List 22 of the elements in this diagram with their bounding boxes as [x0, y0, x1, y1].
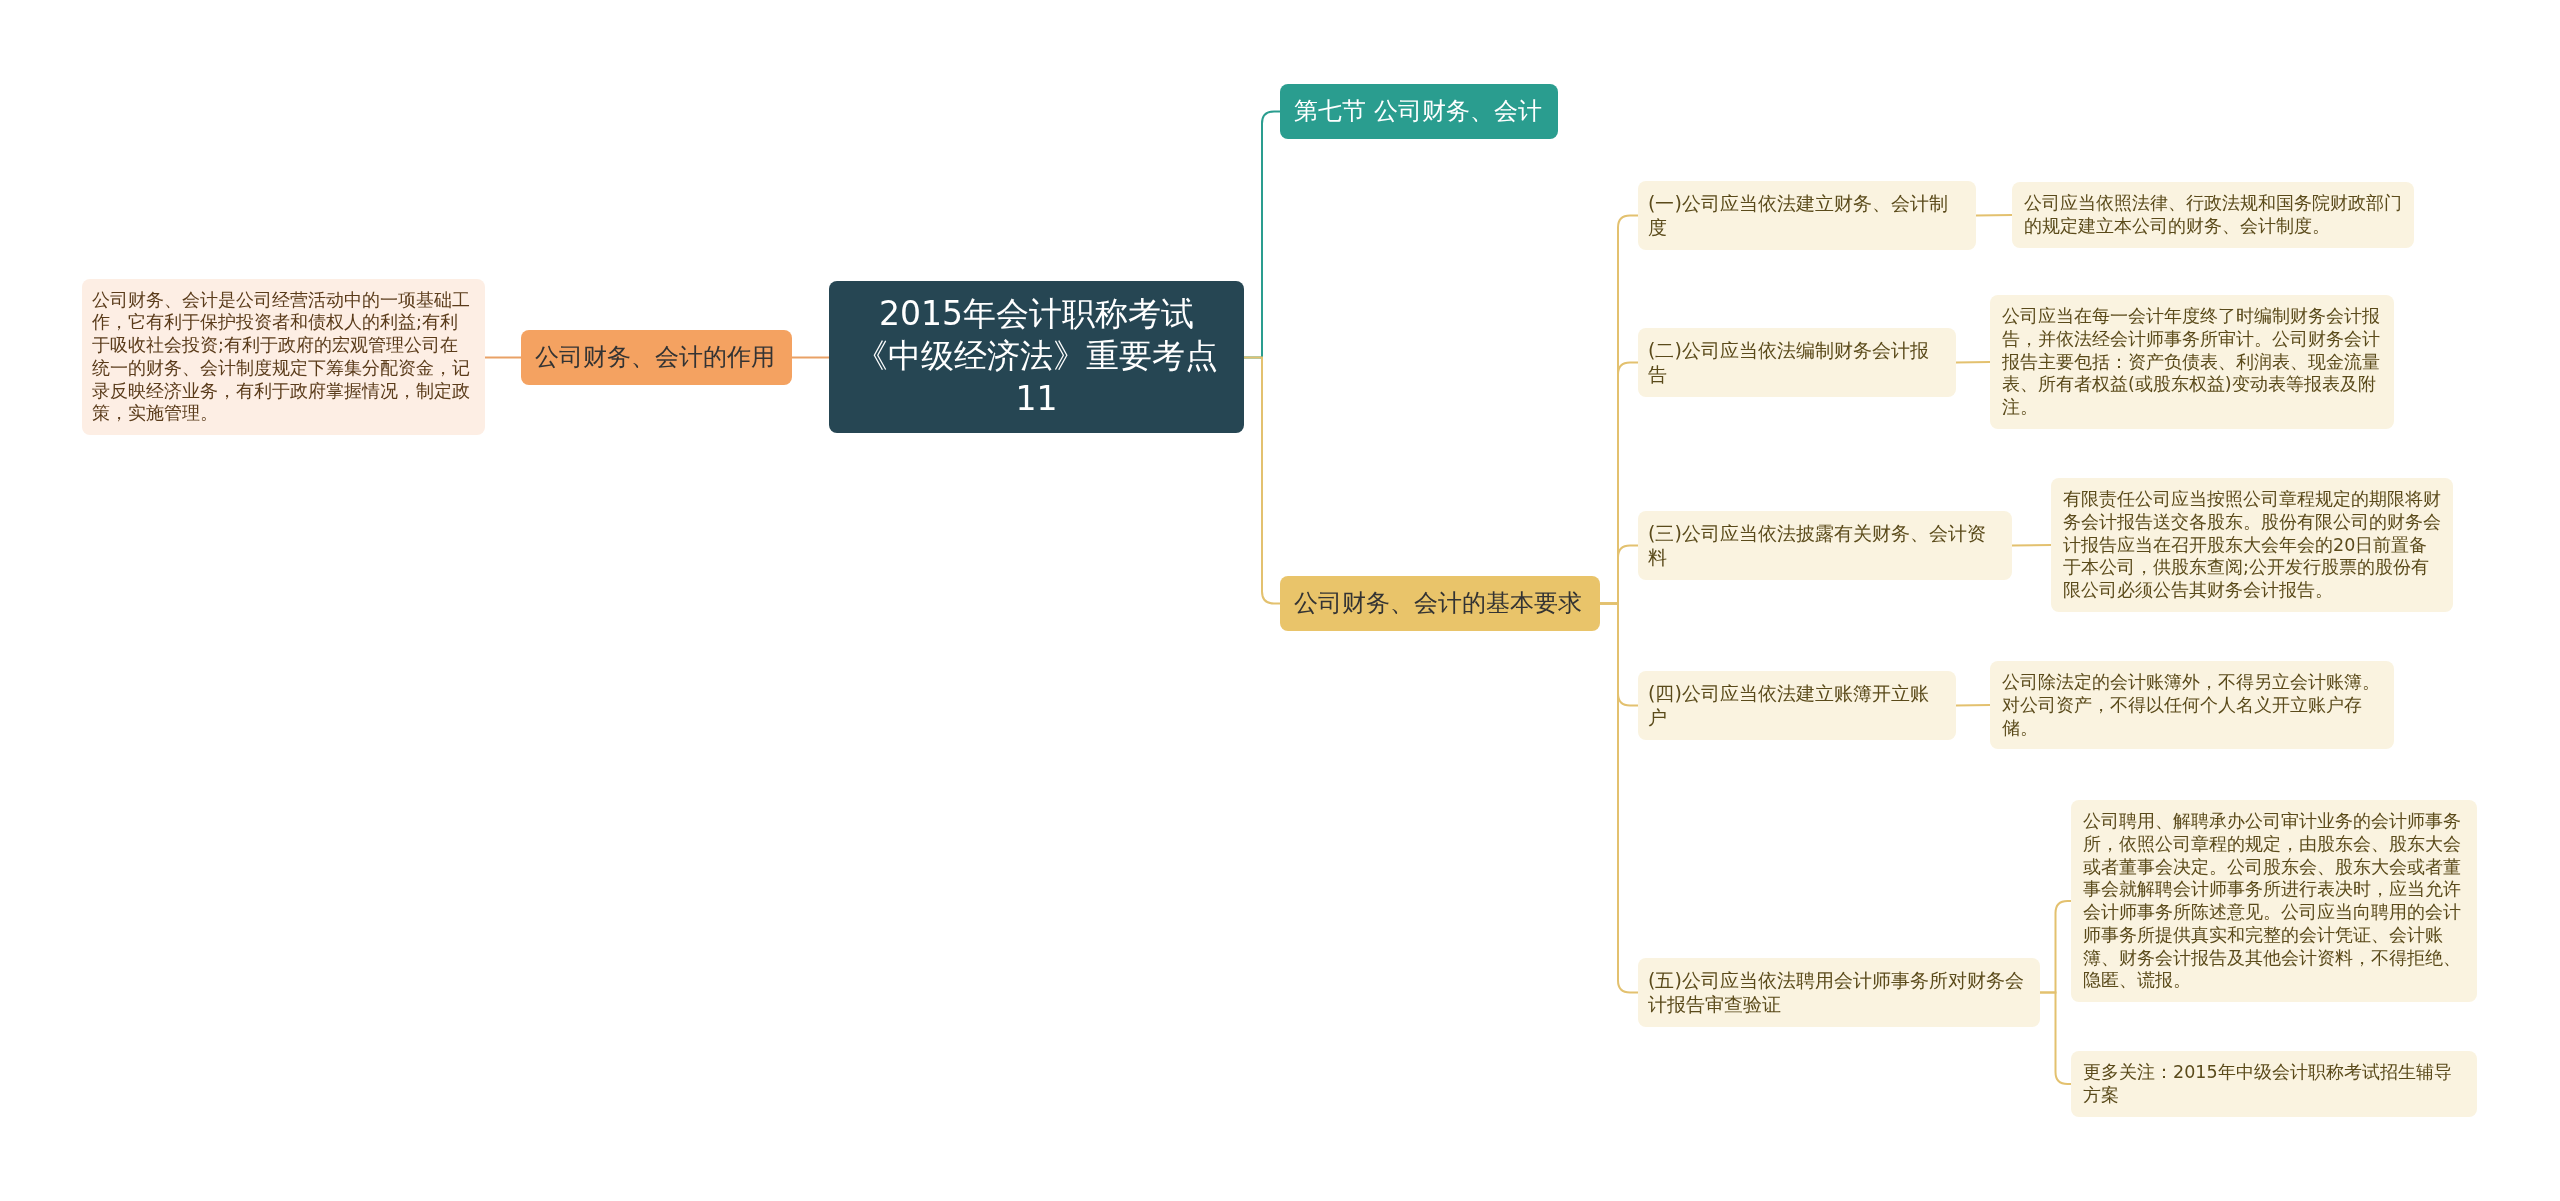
note-box: 更多关注：2015年中级会计职称考试招生辅导方案	[2071, 1051, 2477, 1117]
connector-line	[1955, 361, 1991, 364]
branch-box: 公司财务、会计的基本要求	[1280, 575, 1600, 631]
note-box: 公司财务、会计是公司经营活动中的一项基础工作，它有利于保护投资者和债权人的利益;有利于吸收社会投资;有利于政府的宏观管理公司在统一的财务、会计制度规定下筹集分配资金，记录反映经济业务，有利于政府掌握情况，制定政策，实施管理。	[82, 278, 485, 435]
subtopic-box: (三)公司应当依法披露有关财务、会计资料	[1638, 510, 2012, 580]
branch-box: 第七节 公司财务、会计	[1280, 83, 1558, 139]
branch-box: 公司财务、会计的作用	[521, 329, 792, 385]
connector-line	[791, 356, 830, 359]
subtopic-box: (二)公司应当依法编制财务会计报告	[1638, 327, 1956, 397]
subtopic-box: (一)公司应当依法建立财务、会计制度	[1638, 180, 1976, 250]
note-box: 公司应当依照法律、行政法规和国务院财政部门的规定建立本公司的财务、会计制度。	[2012, 182, 2414, 248]
note-box: 有限责任公司应当按照公司章程规定的期限将财务会计报告送交各股东。股份有限公司的财务会计报告应当在召开股东大会年会的20日前置备于本公司，供股东查阅;公开发行股票的股份有限公司必须公告其财务会计报告。	[2051, 478, 2453, 612]
note-box: 公司聘用、解聘承办公司审计业务的会计师事务所，依照公司章程的规定，由股东会、股东大会或者董事会决定。公司股东会、股东大会或者董事会就解聘会计师事务所进行表决时，应当允许会计师事务所陈述意见。公司应当向聘用的会计师事务所提供真实和完整的会计凭证、会计账簿、财务会计报告及其他会计资料，不得拒绝、隐匿、谎报。	[2071, 800, 2477, 1002]
connector-line	[1975, 214, 2013, 217]
note-box: 公司应当在每一会计年度终了时编制财务会计报告，并依法经会计师事务所审计。公司财务会计报告主要包括：资产负债表、利润表、现金流量表、所有者权益(或股东权益)变动表等报表及附注。	[1990, 295, 2394, 429]
subtopic-box: (五)公司应当依法聘用会计师事务所对财务会计报告审查验证	[1638, 957, 2040, 1027]
central-topic-box: 2015年会计职称考试《中级经济法》重要考点11	[829, 280, 1244, 434]
subtopic-box: (四)公司应当依法建立账簿开立账户	[1638, 670, 1956, 740]
connector-line	[2011, 544, 2052, 547]
connector-line	[1955, 704, 1991, 707]
connector-line	[484, 356, 522, 359]
note-box: 公司除法定的会计账簿外，不得另立会计账簿。对公司资产，不得以任何个人名义开立账户存储。	[1990, 661, 2394, 750]
